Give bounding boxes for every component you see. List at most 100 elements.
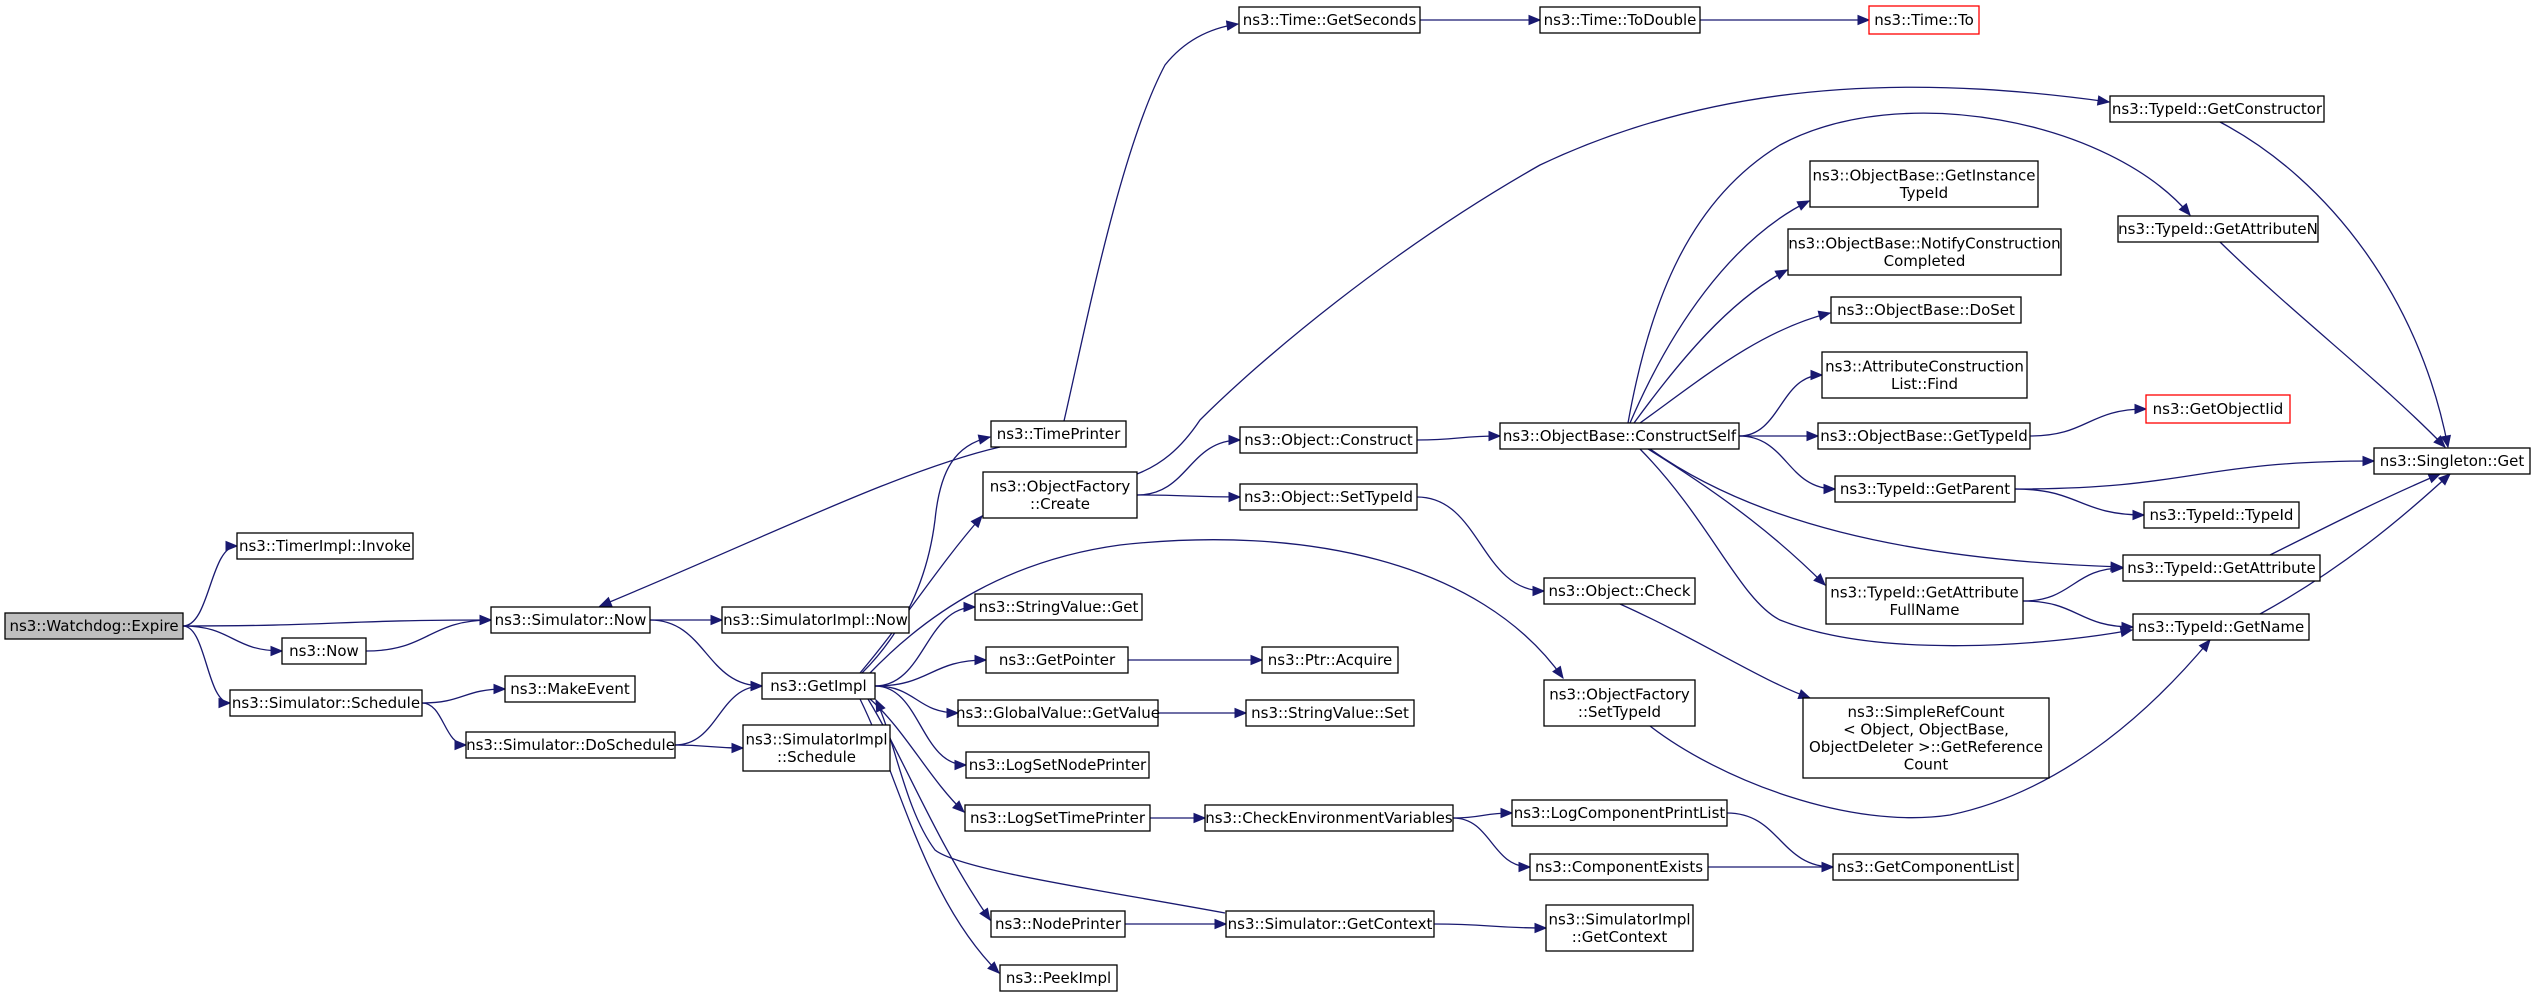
arrowhead (970, 515, 983, 529)
node-label: ns3::TypeId::TypeId (2150, 506, 2294, 524)
arrowhead (731, 742, 745, 754)
node-timeprinter[interactable]: ns3::TimePrinter (990, 420, 1127, 448)
node-simnow[interactable]: ns3::Simulator::Now (490, 606, 651, 634)
node-ofsettypeid[interactable]: ns3::ObjectFactory::SetTypeId (1543, 679, 1696, 727)
node-doschedule[interactable]: ns3::Simulator::DoSchedule (465, 731, 676, 759)
node-obgettypeid[interactable]: ns3::ObjectBase::GetTypeId (1817, 422, 2031, 450)
arrowhead (875, 698, 886, 713)
node-logsetnodeprinter[interactable]: ns3::LogSetNodePrinter (965, 751, 1150, 779)
edge-ofcreate-to-tidgetconstructor (1136, 86, 2111, 475)
edge-line (1063, 23, 1239, 422)
node-tidgetattributen[interactable]: ns3::TypeId::GetAttributeN (2117, 215, 2319, 243)
edge-line (869, 698, 965, 813)
node-notifyconstruction[interactable]: ns3::ObjectBase::NotifyConstructionCompl… (1787, 228, 2062, 276)
node-peekimpl[interactable]: ns3::PeekImpl (999, 964, 1118, 992)
edge-getimpl-to-getpointer (874, 654, 988, 687)
arrowhead (1488, 430, 1502, 442)
node-box (2373, 447, 2531, 475)
arrowhead (493, 683, 507, 695)
edge-getpointer-to-ptracquire (1128, 654, 1264, 666)
arrowhead (952, 800, 965, 813)
node-getcomponentlist[interactable]: ns3::GetComponentList (1832, 853, 2019, 881)
node-getpointer[interactable]: ns3::GetPointer (985, 646, 1129, 674)
node-ptracquire[interactable]: ns3::Ptr::Acquire (1261, 646, 1399, 674)
node-timerinvoke[interactable]: ns3::TimerImpl::Invoke (236, 532, 414, 560)
node-label: ns3::SimpleRefCount (1848, 703, 2005, 721)
node-label: ns3::ObjectBase::GetInstance (1813, 166, 2036, 184)
edge-expire-to-simnow (182, 614, 493, 627)
node-tidgetname[interactable]: ns3::TypeId::GetName (2132, 613, 2310, 641)
edge-line (2269, 473, 2441, 556)
node-todouble[interactable]: ns3::Time::ToDouble (1539, 6, 1701, 34)
node-doset[interactable]: ns3::ObjectBase::DoSet (1830, 296, 2022, 324)
node-singletonget[interactable]: ns3::Singleton::Get (2373, 447, 2531, 475)
edge-line (182, 625, 283, 652)
node-makeevent[interactable]: ns3::MakeEvent (504, 675, 636, 703)
edge-line (649, 619, 763, 687)
arrowhead (1806, 430, 1820, 442)
node-constructself[interactable]: ns3::ObjectBase::ConstructSelf (1499, 422, 1740, 450)
arrowhead (1528, 14, 1542, 26)
arrowhead (2437, 473, 2451, 486)
edge-line (2259, 473, 2451, 615)
node-checkenv[interactable]: ns3::CheckEnvironmentVariables (1204, 804, 1454, 832)
node-label: ns3::Time::ToDouble (1544, 11, 1697, 29)
node-getseconds[interactable]: ns3::Time::GetSeconds (1238, 6, 1421, 34)
node-box (1545, 904, 1694, 952)
node-simplerefcount[interactable]: ns3::SimpleRefCount< Object, ObjectBase,… (1802, 697, 2050, 779)
arrowhead (2132, 509, 2146, 521)
node-objsettypeid[interactable]: ns3::Object::SetTypeId (1239, 483, 1418, 511)
node-tidtypeid[interactable]: ns3::TypeId::TypeId (2143, 501, 2300, 529)
node-tidgetattribute[interactable]: ns3::TypeId::GetAttribute (2122, 554, 2321, 582)
edge-logsettimeprinter-to-checkenv (1150, 812, 1207, 824)
edge-line (1629, 200, 1810, 424)
node-now[interactable]: ns3::Now (281, 637, 367, 665)
edge-line (365, 619, 492, 652)
node-logsettimeprinter[interactable]: ns3::LogSetTimePrinter (964, 804, 1151, 832)
node-tidgetparent[interactable]: ns3::TypeId::GetParent (1834, 475, 2016, 503)
arrowhead (225, 540, 239, 552)
node-timeto[interactable]: ns3::Time::To (1868, 5, 1980, 35)
edge-constructself-to-tidgetparent (1738, 435, 1837, 495)
node-ofcreate[interactable]: ns3::ObjectFactory::Create (982, 471, 1138, 519)
node-objconstruct[interactable]: ns3::Object::Construct (1239, 426, 1418, 454)
arrowhead (946, 707, 960, 719)
node-simimplgetcontext[interactable]: ns3::SimulatorImpl::GetContext (1545, 904, 1694, 952)
edge-getimpl-to-stringvalueget (874, 601, 977, 687)
arrowhead (974, 654, 988, 666)
node-box (490, 606, 651, 634)
node-compexists[interactable]: ns3::ComponentExists (1529, 853, 1709, 881)
node-box (1511, 799, 1728, 827)
node-getimpl[interactable]: ns3::GetImpl (761, 672, 876, 700)
edge-doschedule-to-simimplschedule (674, 742, 745, 754)
node-simgetcontext[interactable]: ns3::Simulator::GetContext (1225, 910, 1435, 938)
node-simimplschedule[interactable]: ns3::SimulatorImpl::Schedule (742, 724, 891, 772)
node-getobjectiid[interactable]: ns3::GetObjectIid (2145, 394, 2291, 424)
edge-ofcreate-to-objconstruct (1136, 434, 1242, 496)
node-logcompprintlist[interactable]: ns3::LogComponentPrintList (1511, 799, 1728, 827)
node-nodeprinter[interactable]: ns3::NodePrinter (990, 910, 1126, 938)
arrowhead (2433, 435, 2446, 448)
node-label: < Object, ObjectBase, (1843, 720, 2009, 738)
node-stringvalueget[interactable]: ns3::StringValue::Get (974, 593, 1143, 621)
node-simschedule[interactable]: ns3::Simulator::Schedule (229, 689, 423, 717)
arrowhead (1813, 573, 1826, 586)
node-label: ns3::LogSetTimePrinter (970, 809, 1146, 827)
node-expire[interactable]: ns3::Watchdog::Expire (4, 612, 184, 640)
node-simimplnow[interactable]: ns3::SimulatorImpl::Now (721, 606, 910, 634)
arrowhead (979, 907, 991, 922)
node-gvgetvalue[interactable]: ns3::GlobalValue::GetValue (956, 699, 1160, 727)
edge-getimpl-to-nodeprinter (867, 698, 991, 922)
node-objcheck[interactable]: ns3::Object::Check (1543, 577, 1696, 605)
node-label: ns3::Time::To (1874, 11, 1974, 29)
node-tidgetconstructor[interactable]: ns3::TypeId::GetConstructor (2109, 95, 2325, 123)
node-label: ns3::Simulator::Now (495, 611, 647, 629)
node-box (990, 910, 1126, 938)
node-stringvalueset[interactable]: ns3::StringValue::Set (1245, 699, 1415, 727)
arrowhead (479, 614, 493, 626)
edge-line (874, 685, 959, 714)
